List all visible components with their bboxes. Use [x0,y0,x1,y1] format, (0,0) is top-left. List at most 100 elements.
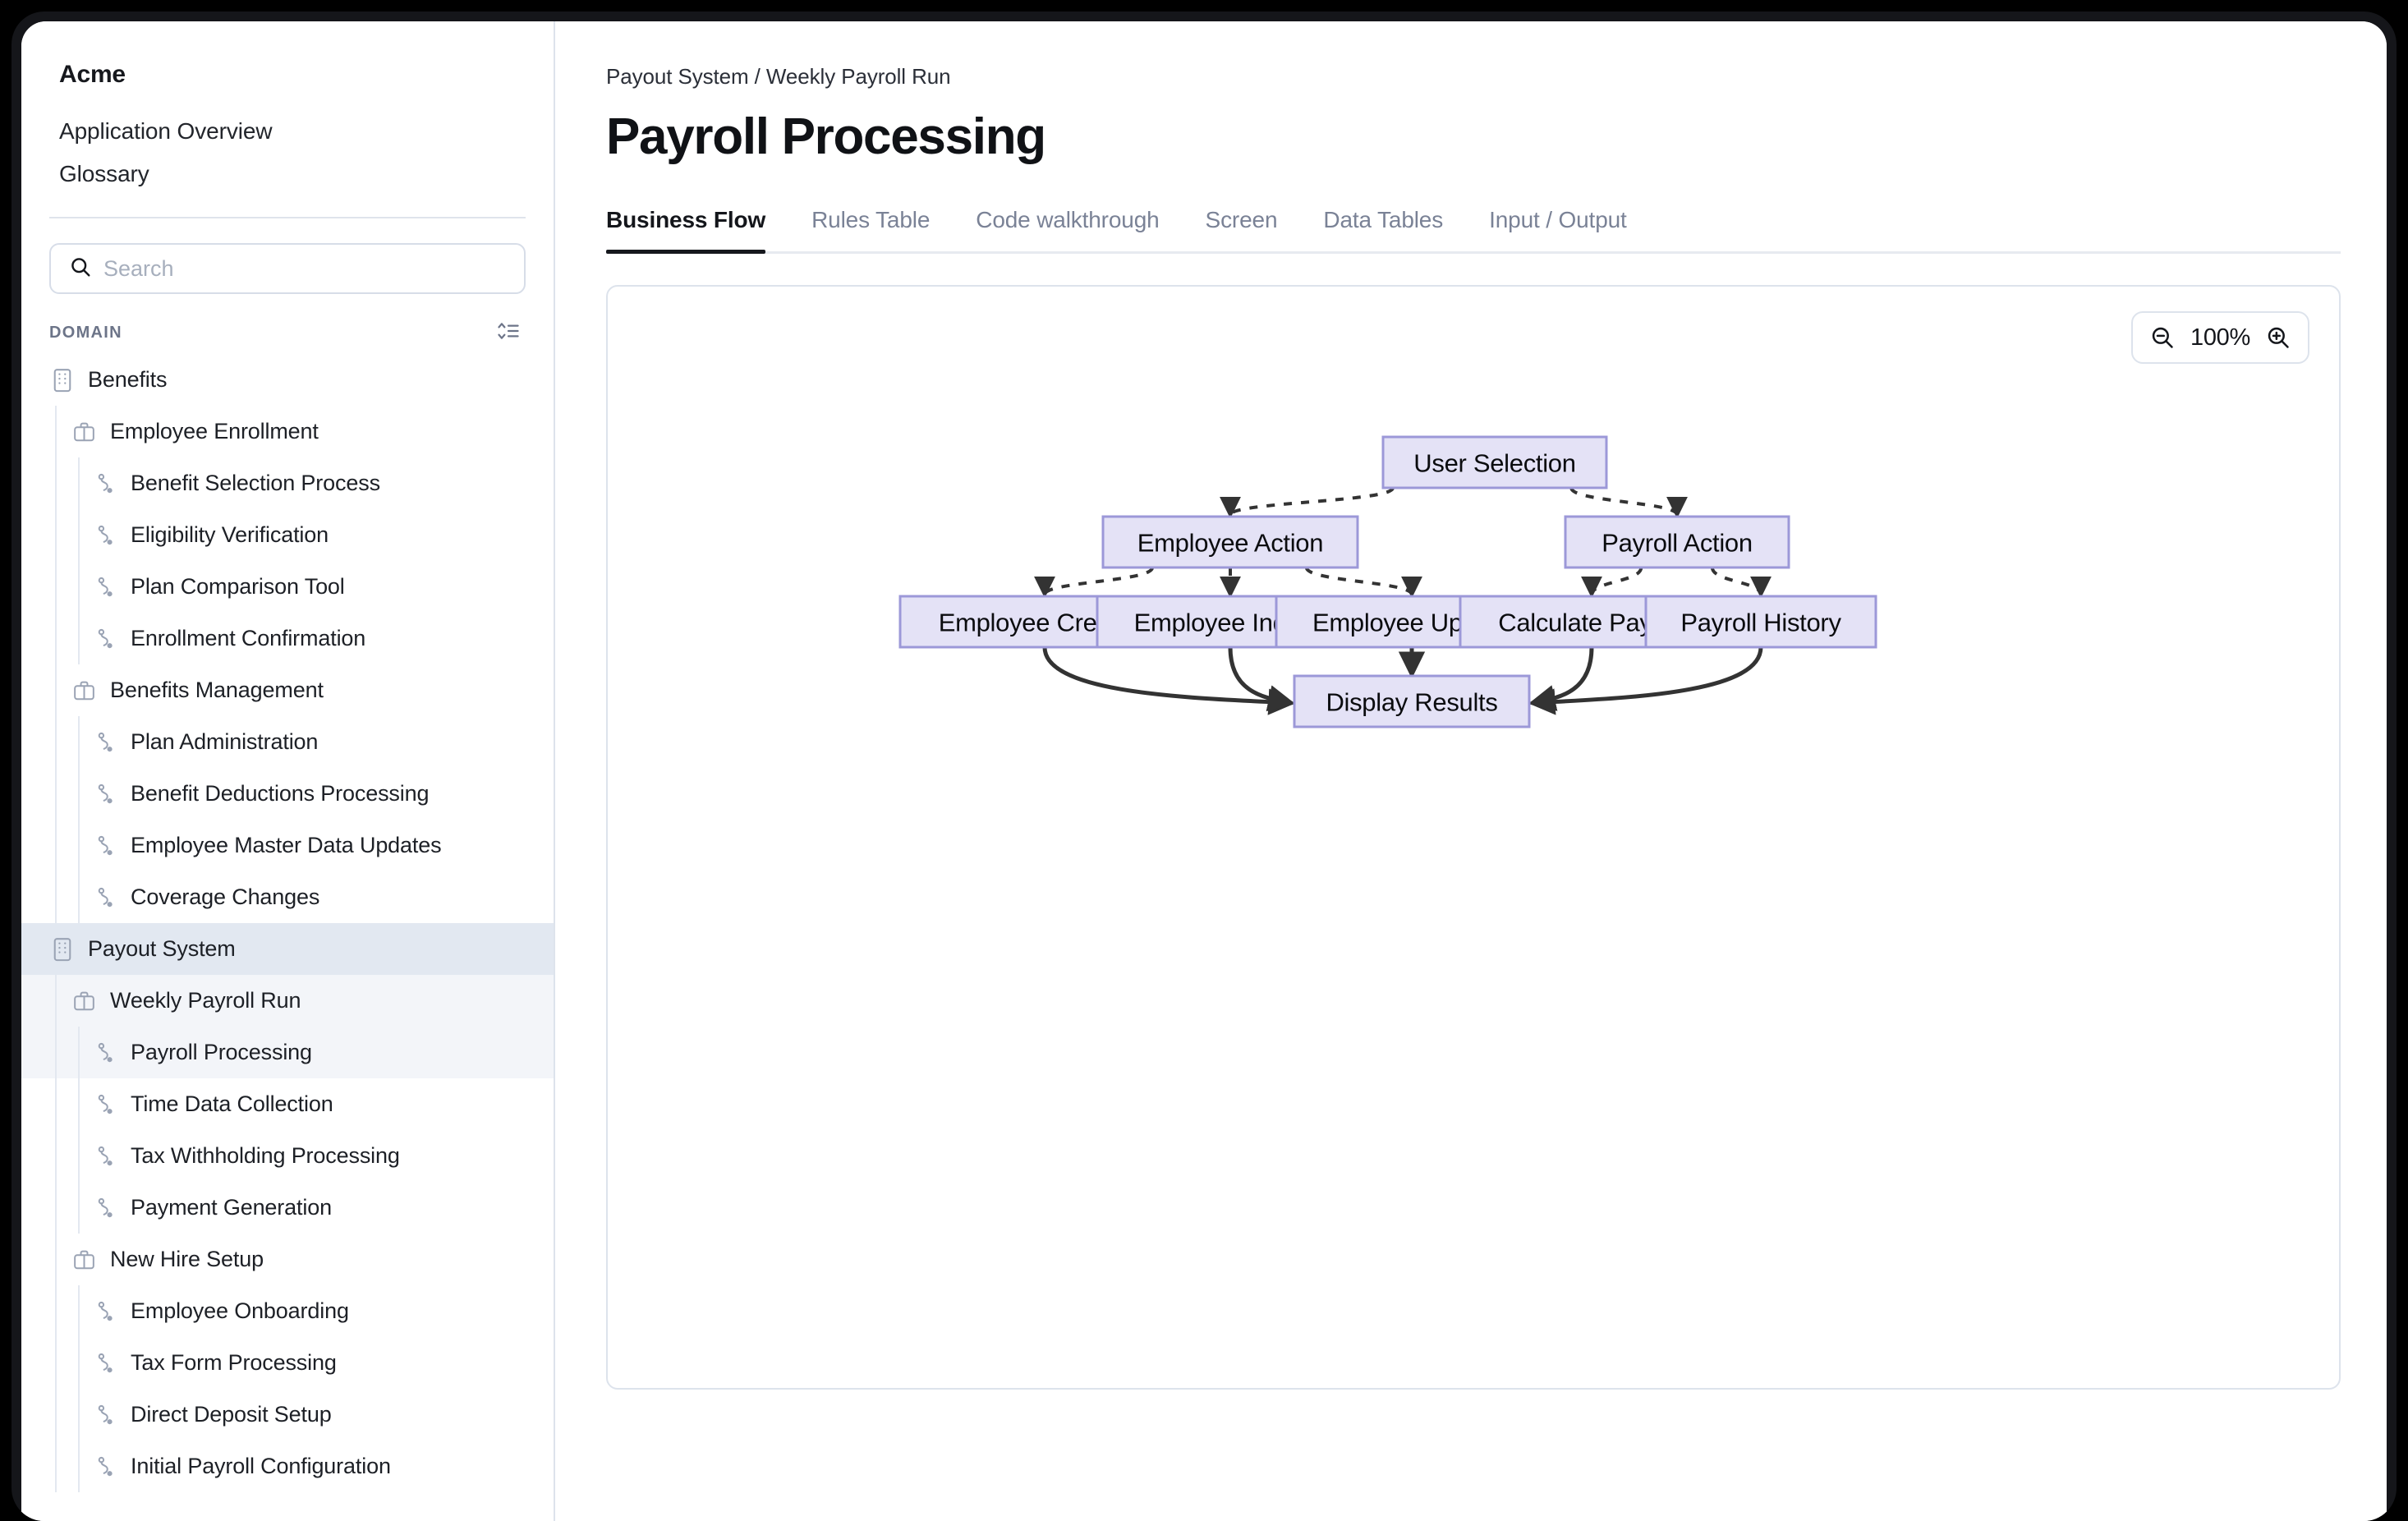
tree-item-plan-comparison-tool[interactable]: Plan Comparison Tool [21,561,554,613]
tree-item-coverage-changes[interactable]: Coverage Changes [21,871,554,923]
tree-item-label: Payout System [88,936,236,961]
tree-item-label: Enrollment Confirmation [131,626,366,650]
sidebar-link-application-overview[interactable]: Application Overview [59,118,273,144]
tree-item-time-data-collection[interactable]: Time Data Collection [21,1078,554,1130]
page-title: Payroll Processing [606,108,1046,165]
tree-item-label: Eligibility Verification [131,522,329,547]
tree-item-label: Payment Generation [131,1195,332,1220]
tree-item-employee-onboarding[interactable]: Employee Onboarding [21,1285,554,1337]
briefcase-icon [72,1248,96,1271]
graph-edge [1569,487,1688,519]
tree-item-label: Plan Administration [131,729,319,754]
briefcase-icon [72,679,96,702]
graph-edge [1228,646,1296,712]
tree-item-payroll-processing[interactable]: Payroll Processing [21,1027,554,1078]
node-box [1101,515,1359,569]
graph-node-employee-action[interactable]: Employee Action [1101,515,1359,569]
tab-business-flow[interactable]: Business Flow [606,207,765,254]
graph-node-payroll-action[interactable]: Payroll Action [1564,515,1790,569]
sidebar-header: Acme Application Overview Glossary [21,21,554,195]
window-content: Acme Application Overview Glossary DOMAI… [21,21,2387,1521]
workflow-icon [95,731,117,754]
domain-section-header: DOMAIN [21,294,554,354]
tab-bar: Business Flow Rules Table Code walkthrough… [606,207,2341,254]
sort-list-icon[interactable] [496,320,521,346]
tree-item-label: Employee Onboarding [131,1298,349,1323]
sidebar-link-glossary[interactable]: Glossary [59,161,149,186]
tree-item-payment-generation[interactable]: Payment Generation [21,1182,554,1234]
node-label: Payroll History [1680,609,1841,637]
tab-screen[interactable]: Screen [1205,207,1278,232]
tab-rules-table[interactable]: Rules Table [811,207,931,232]
tree-item-benefits[interactable]: Benefits [21,354,554,406]
sidebar: Acme Application Overview Glossary DOMAI… [21,21,555,1521]
graph-edge [1581,567,1643,599]
node-label: Display Results [1326,688,1497,717]
node-box [1644,595,1877,649]
tree-item-employee-enrollment[interactable]: Employee Enrollment [21,406,554,457]
tree-item-benefits-management[interactable]: Benefits Management [21,664,554,716]
breadcrumb[interactable]: Payout System / Weekly Payroll Run [606,64,951,89]
workflow-icon [95,524,117,547]
tree-item-label: Tax Withholding Processing [131,1143,400,1168]
main-content: Payout System / Weekly Payroll Run Payro… [555,21,2387,1521]
tree-item-employee-master-data-updates[interactable]: Employee Master Data Updates [21,820,554,871]
tree-item-benefit-selection-process[interactable]: Benefit Selection Process [21,457,554,509]
brand-title: Acme [59,61,126,88]
node-label: Payroll Action [1602,529,1753,558]
zoom-level-label: 100% [2190,324,2250,351]
workflow-icon [95,886,117,909]
tree-item-tax-withholding-processing[interactable]: Tax Withholding Processing [21,1130,554,1182]
graph-node-payroll-history[interactable]: Payroll History [1644,595,1877,649]
tree-item-payout-system[interactable]: Payout System [21,923,554,975]
node-label: Employee Action [1137,529,1323,558]
domain-section-title: DOMAIN [49,324,122,342]
workflow-icon [95,1455,117,1478]
tree-item-label: Time Data Collection [131,1091,333,1116]
tree-item-benefit-deductions-processing[interactable]: Benefit Deductions Processing [21,768,554,820]
graph-edge [1042,646,1296,715]
tree-item-label: Employee Enrollment [110,419,319,443]
zoom-in-icon[interactable] [2265,324,2291,351]
tab-code-walkthrough[interactable]: Code walkthrough [976,207,1160,232]
graph-node-user-selection[interactable]: User Selection [1381,435,1608,489]
tree-item-new-hire-setup[interactable]: New Hire Setup [21,1234,554,1285]
node-box [1381,435,1608,489]
search-input[interactable] [103,255,506,282]
graph-edges [1034,486,1772,715]
tree-item-label: Tax Form Processing [131,1350,337,1375]
search-container [21,218,554,294]
graph-edge [1220,486,1395,519]
workflow-icon [95,1300,117,1323]
tree-item-eligibility-verification[interactable]: Eligibility Verification [21,509,554,561]
workflow-icon [95,783,117,806]
graph-edge [1304,567,1422,599]
zoom-out-icon[interactable] [2149,324,2176,351]
tree-item-enrollment-confirmation[interactable]: Enrollment Confirmation [21,613,554,664]
tab-input-output[interactable]: Input / Output [1489,207,1627,232]
tree-item-plan-administration[interactable]: Plan Administration [21,716,554,768]
graph-edge [1710,567,1772,599]
sidebar-divider [49,217,526,218]
search-box[interactable] [49,243,526,294]
graph-edge [1528,646,1763,715]
workflow-icon [95,834,117,857]
workflow-icon [95,576,117,599]
tree-item-label: Coverage Changes [131,885,320,909]
tab-data-tables[interactable]: Data Tables [1323,207,1444,232]
tree-item-direct-deposit-setup[interactable]: Direct Deposit Setup [21,1389,554,1441]
tree-item-initial-payroll-configuration[interactable]: Initial Payroll Configuration [21,1441,554,1492]
tree-item-label: Initial Payroll Configuration [131,1454,391,1478]
graph-node-display-results[interactable]: Display Results [1293,674,1531,728]
briefcase-icon [72,990,96,1013]
node-label: User Selection [1413,449,1575,478]
zoom-control: 100% [2131,311,2309,364]
tree-item-tax-form-processing[interactable]: Tax Form Processing [21,1337,554,1389]
workflow-icon [95,1352,117,1375]
tree-item-label: Benefit Deductions Processing [131,781,430,806]
tree-item-label: Benefit Selection Process [131,471,380,495]
tree-item-weekly-payroll-run[interactable]: Weekly Payroll Run [21,975,554,1027]
graph-edge [1034,567,1155,599]
node-box [1293,674,1531,728]
